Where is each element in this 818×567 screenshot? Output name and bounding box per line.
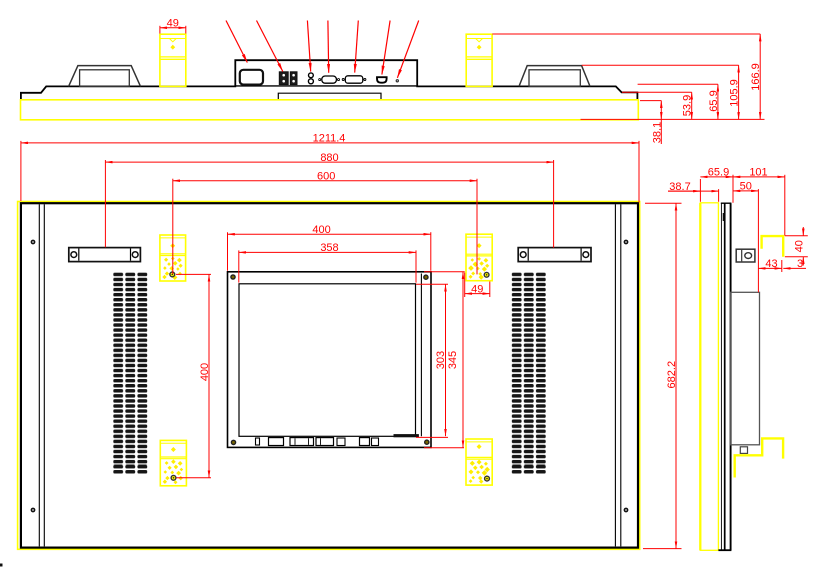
svg-text:1211.4: 1211.4 (313, 133, 346, 145)
svg-text:65.9: 65.9 (708, 90, 720, 111)
svg-text:880: 880 (320, 152, 338, 164)
svg-text:358: 358 (320, 242, 338, 254)
svg-text:65.9: 65.9 (708, 167, 729, 179)
svg-text:166.9: 166.9 (750, 63, 762, 91)
svg-text:38.1: 38.1 (651, 122, 663, 143)
svg-text:600: 600 (317, 171, 335, 183)
svg-text:101: 101 (749, 167, 767, 179)
svg-text:345: 345 (447, 351, 459, 369)
svg-text:105.9: 105.9 (729, 79, 741, 107)
svg-text:38.7: 38.7 (669, 181, 690, 193)
svg-text:400: 400 (199, 363, 211, 381)
svg-text:43: 43 (765, 258, 777, 270)
svg-text:3: 3 (797, 258, 803, 270)
svg-text:40: 40 (793, 240, 805, 252)
svg-text:400: 400 (312, 224, 330, 236)
svg-text:49: 49 (167, 18, 179, 30)
svg-text:53.9: 53.9 (682, 95, 694, 116)
svg-text:303: 303 (435, 351, 447, 369)
svg-text:50: 50 (740, 181, 752, 193)
svg-text:682.2: 682.2 (666, 361, 678, 389)
svg-text:49: 49 (471, 284, 483, 296)
